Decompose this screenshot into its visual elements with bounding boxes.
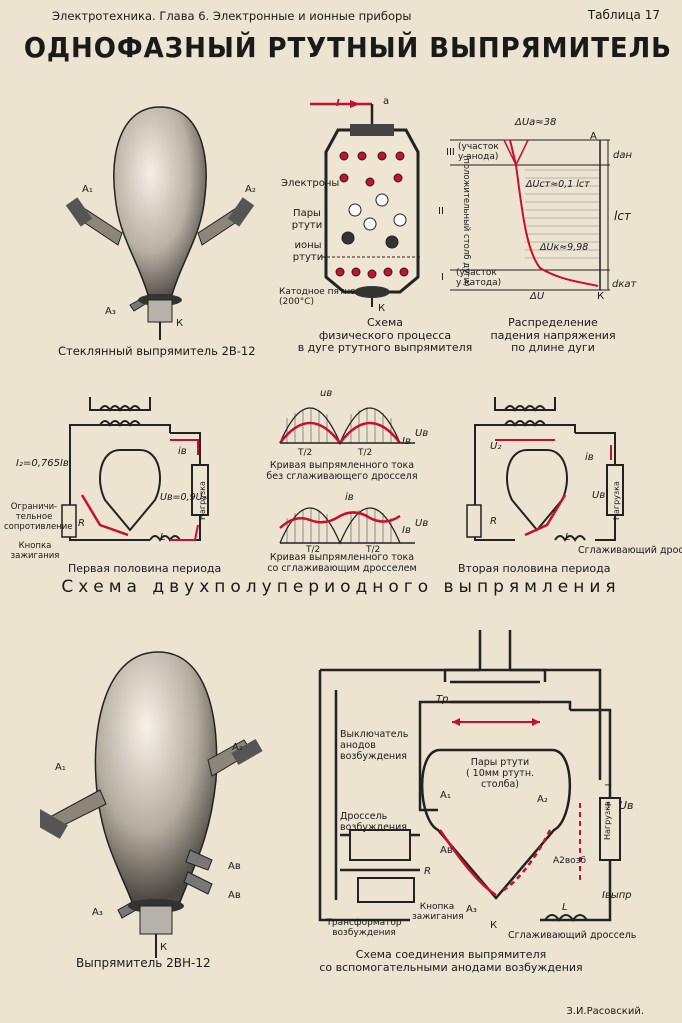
exc-smooth-choke-label: Сглаживающий дроссель — [508, 930, 637, 941]
c2-caption: Вторая половина периода — [458, 562, 611, 575]
zone1-label: I — [441, 272, 444, 283]
delta-ust-label: ΔUст≈0,1 lст — [526, 179, 590, 190]
bulb1-label-a1: A₁ — [82, 184, 93, 195]
c2-load-label: Нагрузка — [612, 481, 621, 520]
first-half-period-circuit — [61, 397, 209, 542]
bulb2-label-ab1: Aв — [228, 861, 241, 872]
w1-ub-label: uв — [320, 388, 333, 399]
w1-Ub-label: Uв — [415, 428, 429, 439]
mercury-vapor-label: Пары ртути( 10мм ртутн.столба) — [465, 757, 535, 790]
waveform-with-choke — [279, 507, 415, 545]
w1-Ib-label: Iв — [402, 436, 411, 447]
c1-l-label: L — [160, 532, 166, 543]
transformer-tr-label: Тр — [436, 694, 449, 705]
c2-ub-label: Uв — [592, 490, 606, 501]
bulb1-label-a2: A₂ — [245, 184, 256, 195]
exc-k-label: К — [490, 920, 498, 931]
glass-rectifier-illustration — [65, 106, 255, 340]
c2-r-label: R — [490, 516, 497, 527]
second-half-period-circuit — [466, 397, 624, 542]
exc-l-label: L — [562, 902, 568, 913]
current-label: I — [336, 98, 340, 109]
excitation-anode-circuit — [318, 630, 621, 922]
w2-t2a: T/2 — [306, 545, 321, 555]
bulb2-label-k: К — [160, 942, 168, 953]
d-anode-label: dан — [613, 150, 633, 161]
exc-a2-label: A₂ — [537, 794, 548, 805]
header-table-number: Таблица 17 — [587, 8, 660, 22]
voltage-drop-graph — [450, 139, 610, 291]
w2-t2b: T/2 — [366, 545, 381, 555]
electrons-label: Электроны — [281, 178, 340, 189]
d-cathode-label: dкат — [612, 279, 637, 290]
w2-Ib-label: Iв — [402, 525, 411, 536]
rectifier-2vn12-illustration — [40, 651, 263, 958]
c1-caption: Первая половина периода — [68, 562, 222, 575]
w1-t2a: T/2 — [298, 448, 313, 458]
c1-r-label: R — [78, 518, 85, 529]
c2-u2-label: U₂ — [490, 441, 502, 452]
w2-ib-label: iв — [345, 492, 354, 503]
author-signature: З.И.Расовский. — [566, 1006, 644, 1017]
zone3-label: III — [446, 147, 455, 158]
bulb1-label-k: К — [176, 318, 184, 329]
voltage-a-label: A — [590, 131, 597, 142]
cathode-spot-label: Катодное пятно(200°С) — [279, 287, 356, 308]
bulb2-label-a3: A₃ — [92, 907, 103, 918]
anode-label: a — [383, 96, 390, 107]
bulb1-label-a3: A₃ — [105, 306, 116, 317]
exc-plus: + — [604, 800, 613, 811]
exc-minus: − — [604, 780, 613, 791]
exc-ab-label: Aв — [440, 845, 453, 856]
physics-cathode-label: К — [378, 303, 386, 314]
bulb2-label-ab2: Aв — [228, 890, 241, 901]
c1-ib-label: iв — [178, 446, 187, 457]
page-title: ОДНОФАЗНЫЙ РТУТНЫЙ ВЫПРЯМИТЕЛЬ — [23, 31, 672, 64]
exc-r-label: R — [424, 866, 431, 877]
exc-ivypr-label: Iвыпр — [602, 890, 632, 901]
exc-a1-label: A₁ — [440, 790, 451, 801]
waveform-no-choke — [279, 407, 415, 446]
bulb2-caption: Выпрямитель 2ВН-12 — [76, 956, 211, 970]
exc-a3-label: A₃ — [466, 904, 477, 915]
w2-Ub-label: Uв — [415, 518, 429, 529]
voltage-k-label: К — [597, 291, 605, 302]
section-title: Схема двухполупериодного выпрямления — [61, 577, 621, 597]
delta-ua-label: ΔUa≈38 — [515, 117, 557, 128]
bulb2-label-a2: A₂ — [232, 742, 243, 753]
w1-t2b: T/2 — [358, 448, 373, 458]
exc-ab2-label: A2возб — [553, 856, 587, 866]
bulb1-caption: Стеклянный выпрямитель 2В-12 — [58, 344, 256, 358]
delta-uk-label: ΔUк≈9,98 — [540, 242, 589, 253]
l-st-label: lст — [614, 209, 631, 223]
c1-ub-label: Uв=0,9U₂ — [160, 492, 207, 503]
bulb2-label-a1: A₁ — [55, 762, 66, 773]
zone2-label: II — [438, 206, 444, 217]
delta-u-axis-label: ΔU — [530, 291, 545, 302]
c2-choke-label: Сглаживающий дроссель — [578, 545, 682, 556]
c2-ib-label: iв — [585, 452, 594, 463]
exc-ub-label: Uв — [619, 799, 634, 812]
c2-l-label: L — [565, 532, 571, 543]
arc-physics-diagram — [310, 100, 422, 307]
c1-load-label: Нагрузка — [198, 481, 207, 520]
c1-i2-label: I₂=0,765Iв — [16, 458, 69, 469]
header-chapter: Электротехника. Глава 6. Электронные и и… — [52, 9, 412, 23]
